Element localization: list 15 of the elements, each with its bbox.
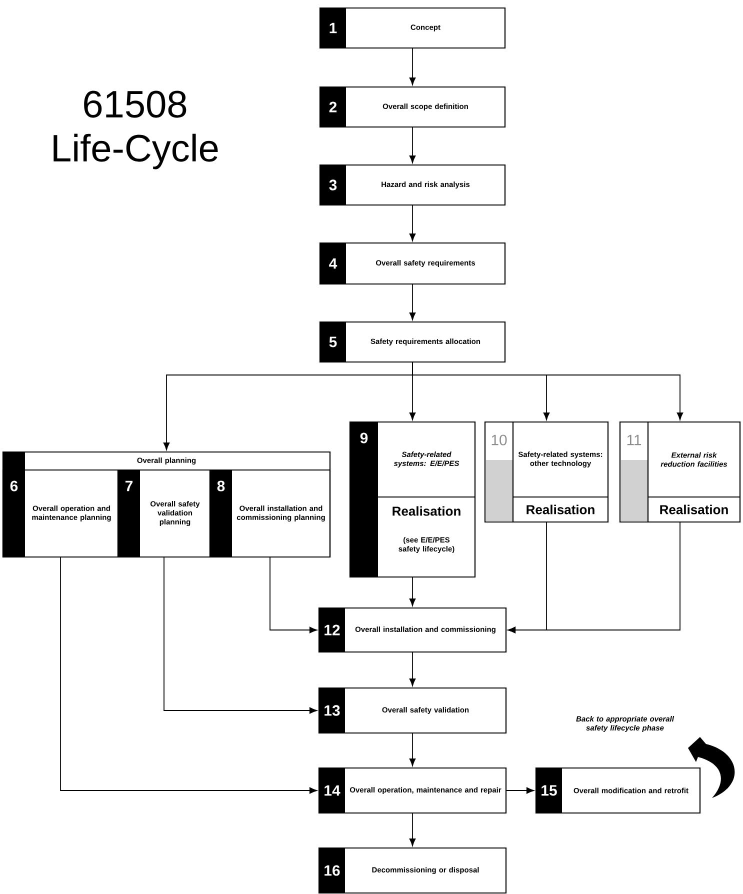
title: 61508 Life-Cycle [54, 90, 218, 170]
arrow [409, 813, 416, 846]
arrow [409, 284, 416, 320]
arrow [412, 362, 684, 420]
arrow [164, 557, 318, 714]
arrow [409, 652, 416, 686]
arrow [60, 557, 318, 794]
arrow [409, 577, 416, 606]
arrow [270, 557, 318, 634]
arrow [409, 48, 416, 86]
arrow [508, 522, 680, 634]
arrow [409, 733, 416, 766]
arrow [506, 787, 534, 794]
arrow [409, 127, 416, 164]
arrow [409, 205, 416, 242]
